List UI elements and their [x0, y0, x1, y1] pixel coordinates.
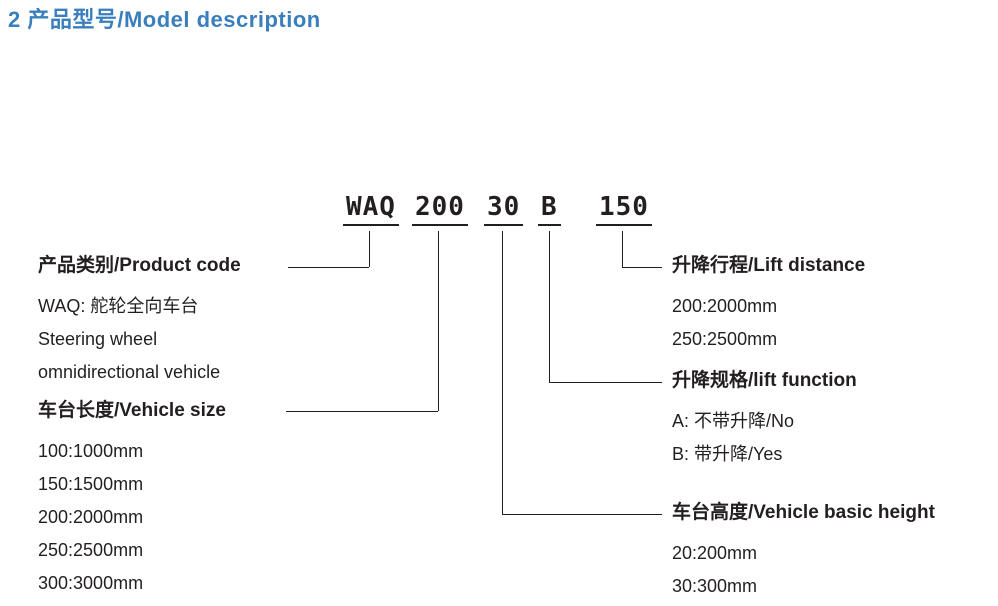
connector-lift-function-horizontal — [549, 382, 662, 383]
lift-function-row: B: 带升降/Yes — [672, 444, 783, 464]
label-group-vehicle-height: 车台高度/Vehicle basic height 20:200mm 30:30… — [672, 501, 935, 603]
connector-product-code-vertical — [369, 231, 370, 267]
vehicle-height-row: 20:200mm — [672, 543, 758, 563]
vehicle-size-row: 250:2500mm — [38, 540, 144, 560]
vehicle-size-row: 100:1000mm — [38, 441, 144, 461]
lift-distance-row: 250:2500mm — [672, 329, 778, 349]
vehicle-size-heading: 车台长度/Vehicle size — [38, 400, 226, 421]
connector-product-code-horizontal — [288, 267, 369, 268]
model-code-segment-vehicle-size: 200 — [412, 192, 468, 226]
label-group-vehicle-size: 车台长度/Vehicle size 100:1000mm 150:1500mm … — [38, 399, 226, 600]
label-group-lift-distance: 升降行程/Lift distance 200:2000mm 250:2500mm — [672, 254, 865, 356]
connector-lift-distance-vertical — [622, 231, 623, 267]
label-group-lift-function: 升降规格/lift function A: 不带升降/No B: 带升降/Yes — [672, 369, 857, 471]
vehicle-height-heading: 车台高度/Vehicle basic height — [672, 502, 935, 523]
page-title: 2 产品型号/Model description — [8, 7, 321, 32]
model-code-segment-vehicle-height: 30 — [484, 192, 524, 226]
lift-function-row: A: 不带升降/No — [672, 411, 795, 431]
connector-lift-function-vertical — [549, 231, 550, 382]
vehicle-size-row: 300:3000mm — [38, 573, 144, 593]
connector-vehicle-size-horizontal — [286, 411, 438, 412]
connector-lift-distance-horizontal — [622, 267, 662, 268]
model-code-segment-product-code: WAQ — [343, 192, 399, 226]
model-code-segment-lift-function: B — [538, 192, 561, 226]
lift-function-heading: 升降规格/lift function — [672, 370, 857, 391]
vehicle-size-row: 200:2000mm — [38, 507, 144, 527]
product-code-heading: 产品类别/Product code — [38, 255, 241, 276]
lift-distance-row: 200:2000mm — [672, 296, 778, 316]
connector-vehicle-height-vertical — [502, 231, 503, 514]
connector-vehicle-height-horizontal — [502, 514, 662, 515]
product-code-row: WAQ: 舵轮全向车台 — [38, 296, 199, 316]
label-group-product-code: 产品类别/Product code WAQ: 舵轮全向车台 Steering w… — [38, 254, 241, 389]
vehicle-height-row: 30:300mm — [672, 576, 758, 596]
vehicle-size-row: 150:1500mm — [38, 474, 144, 494]
product-code-row: Steering wheel — [38, 329, 158, 349]
connector-vehicle-size-vertical — [438, 231, 439, 411]
product-code-row: omnidirectional vehicle — [38, 362, 221, 382]
model-code-segment-lift-distance: 150 — [596, 192, 652, 226]
lift-distance-heading: 升降行程/Lift distance — [672, 255, 866, 276]
